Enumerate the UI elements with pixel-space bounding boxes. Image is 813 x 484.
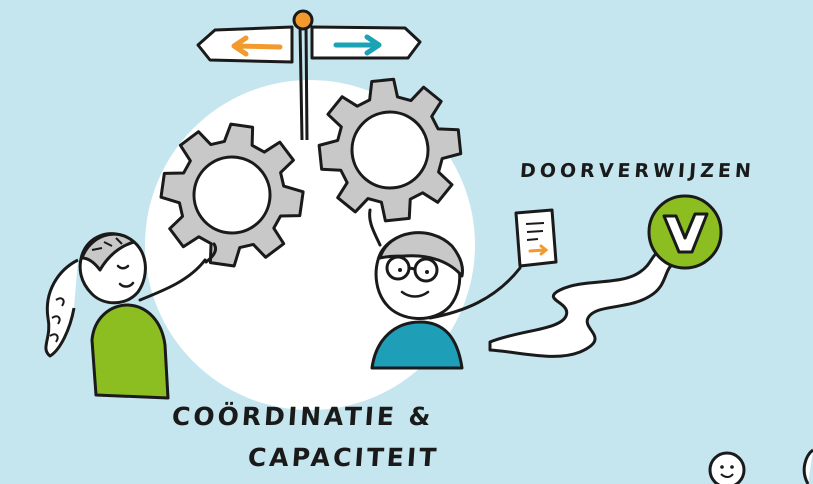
man-shirt bbox=[370, 320, 464, 370]
signpost-knob bbox=[292, 9, 314, 31]
partial-figure bbox=[802, 448, 813, 484]
glasses-right bbox=[413, 257, 439, 283]
label-coordination-line1: COÖRDINATIE & bbox=[170, 402, 435, 431]
document-icon bbox=[514, 208, 558, 268]
signpost-icon bbox=[196, 9, 422, 141]
label-coordination-line2: CAPACITEIT bbox=[246, 443, 441, 472]
arrow-left-icon bbox=[231, 35, 283, 57]
woman-shirt bbox=[90, 303, 170, 400]
arrow-right-icon bbox=[333, 34, 382, 56]
woman-figure bbox=[44, 232, 218, 400]
small-face-icon bbox=[708, 451, 746, 484]
check-badge-icon bbox=[647, 194, 723, 270]
path-icon bbox=[488, 246, 680, 358]
man-figure bbox=[368, 208, 522, 370]
label-refer: DOORVERWIJZEN bbox=[519, 160, 756, 182]
